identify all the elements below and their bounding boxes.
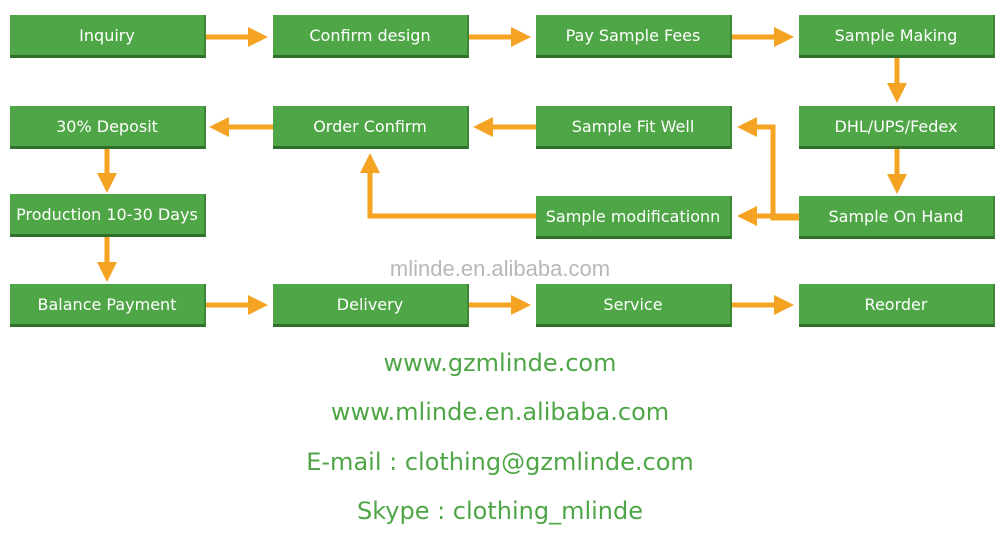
step-reorder: Reorder: [799, 284, 995, 327]
step-order-confirm: Order Confirm: [273, 106, 469, 149]
step-confirm-design: Confirm design: [273, 15, 469, 58]
email-contact[interactable]: E-mail : clothing@gzmlinde.com: [306, 448, 694, 476]
website-link[interactable]: www.gzmlinde.com: [383, 349, 617, 377]
step-delivery: Delivery: [273, 284, 469, 327]
step-sample-making: Sample Making: [799, 15, 995, 58]
arrow-sample-modification-to-order-confirm: [360, 153, 537, 219]
step-service: Service: [536, 284, 732, 327]
step-shipping: DHL/UPS/Fedex: [799, 106, 995, 149]
skype-contact[interactable]: Skype : clothing_mlinde: [356, 497, 644, 525]
watermark: mlinde.en.alibaba.com: [389, 256, 611, 281]
step-sample-modification: Sample modificationn: [536, 196, 732, 239]
step-sample-on-hand: Sample On Hand: [799, 196, 995, 239]
step-production: Production 10-30 Days: [10, 194, 206, 237]
arrow-sample-on-hand-to-sample-fit-well: [737, 117, 799, 221]
alibaba-link[interactable]: www.mlinde.en.alibaba.com: [330, 398, 670, 426]
step-balance-payment: Balance Payment: [10, 284, 206, 327]
step-sample-fit-well: Sample Fit Well: [536, 106, 732, 149]
step-inquiry: Inquiry: [10, 15, 206, 58]
step-pay-sample-fees: Pay Sample Fees: [536, 15, 732, 58]
step-deposit: 30% Deposit: [10, 106, 206, 149]
